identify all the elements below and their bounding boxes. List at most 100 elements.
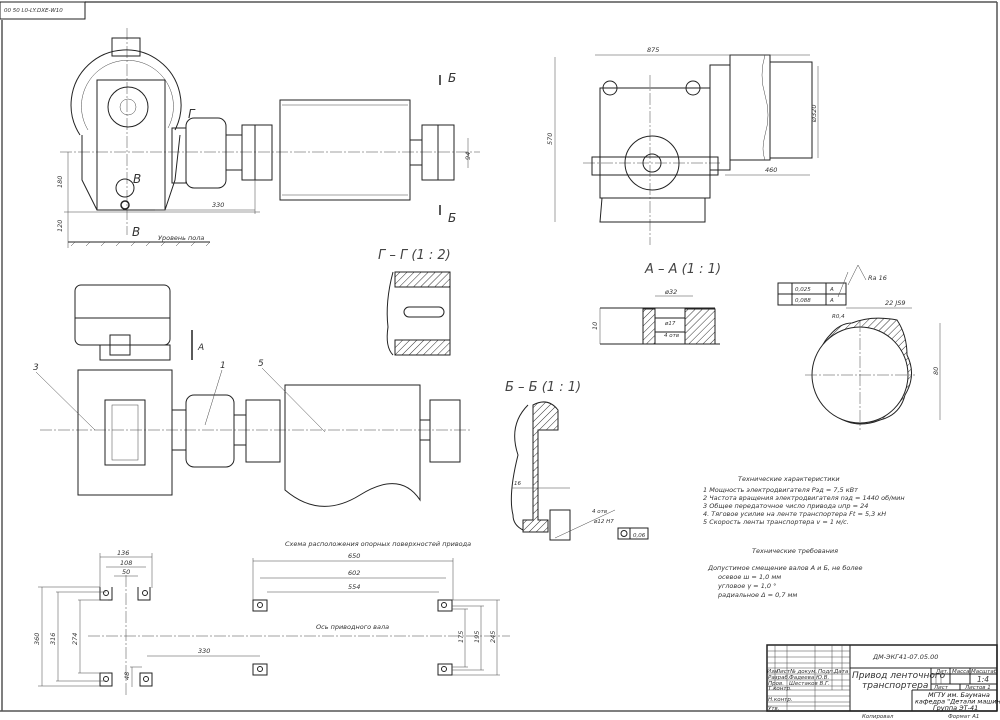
section-a-a-title: А – А (1 : 1) [644,262,721,277]
dim-80: 80 [932,367,940,375]
role-checker: Пров. [768,681,784,687]
tech-req-intro: Допустимое смещение валов А и Б, не боле… [707,564,863,572]
shaft-section: 0,025 A 0,088 A Ra 16 22 JS9 R0,4 80 [777,264,941,430]
stamp-label: 00 50 L0-LY.DXE-W10 [4,8,63,14]
dim-650: 650 [348,552,360,560]
dim-16: 16 [514,481,521,487]
roughness-label: Ra 16 [868,274,887,282]
dim-875: 875 [647,46,659,54]
section-g-g: Г – Г (1 : 2) [378,248,451,356]
dim-50: 50 [122,568,130,576]
dim-320: Ø320 [810,104,818,123]
tech-characteristics: Технические характеристики 1 Мощность эл… [703,475,905,599]
dim-274: 274 [71,633,79,645]
header-list: Лист [775,669,791,675]
dim-245: 245 [489,631,497,643]
tech-req-item: угловое γ = 1,0 ° [717,582,776,590]
name-developer: Фадеева Ю.В. [789,675,829,681]
section-a-a: А – А (1 : 1) ø32 ø17 4 отв 10 [591,262,721,345]
tech-char-item: 5 Скорость ленты транспортера v = 1 м/с. [703,518,849,526]
scheme-title: Схема расположения опорных поверхностей … [285,540,471,548]
callout-1: 1 [220,361,226,371]
tolerance-datum-2: A [829,298,834,304]
col-scale: Масштаб [971,669,998,675]
tech-char-title: Технические характеристики [738,475,840,483]
title-line-2: транспортера [862,681,928,691]
org-line-2: кафедра "Детали машин" [915,698,1000,706]
holes-a: 4 отв [664,333,679,339]
dim-460: 460 [765,166,777,174]
holes-b: 4 отв [592,509,607,515]
role-tcontrol: Т.контр. [768,686,792,692]
tech-req-title: Технические требования [752,547,838,555]
sheet-label: Лист [933,685,949,691]
doc-code: ДМ-ЭКГ41-07.05.00 [872,653,938,661]
callout-3: 3 [33,363,39,373]
cut-label-v-top: В [133,172,141,186]
dim-316: 316 [49,633,57,645]
dim-330-scheme: 330 [198,647,210,655]
header-date: Дата [833,669,849,675]
tech-char-item: 3 Общее передаточное число привода uпр =… [703,502,868,510]
role-ncontrol: Н.контр. [768,697,793,703]
org-line-1: МГТУ им. Баумана [928,691,990,699]
plan-view: А 3 1 5 [33,284,470,507]
dim-10: 10 [591,322,599,330]
dim-330: 330 [212,201,224,209]
dim-48: 48 [123,672,131,680]
dim-180: 180 [56,176,64,188]
tolerance-value-2: 0,088 [795,298,811,304]
header-izm: Изм [767,669,778,675]
dim-360: 360 [33,633,41,645]
dim-195: 195 [473,631,481,643]
callout-5: 5 [258,359,264,369]
tech-req-item: радиальное Δ = 0,7 мм [717,591,797,599]
tolerance-datum-1: A [829,287,834,293]
dim-dia-17: ø17 [664,321,676,327]
copied-label: Копировал [862,714,894,720]
support-scheme: Схема расположения опорных поверхностей … [33,540,510,695]
radius-label: R0,4 [832,314,845,320]
tech-char-item: 2 Частота вращения электродвигателя nэд … [703,494,905,502]
section-g-g-title: Г – Г (1 : 2) [378,248,451,263]
tolerance-value-1: 0,025 [795,287,811,293]
role-approve: Утв. [768,706,780,712]
cut-label-a: А [197,343,204,353]
col-mass: Масса [952,669,970,675]
header-sign: Подп. [818,669,835,675]
tech-req-item: осевое ш = 1,0 мм [718,573,781,581]
side-view: 875 570 Ø320 460 [546,46,819,245]
role-developer: Разраб. [768,675,790,681]
title-line-1: Привод ленточного [852,671,946,681]
title-block: ДМ-ЭКГ41-07.05.00 Привод ленточного тран… [766,644,1000,720]
dim-136: 136 [117,549,129,557]
shaft-axis-label: Ось приводного вала [316,623,389,631]
scale-value: 1:4 [977,675,989,684]
hole-dia-b: ø12 H7 [593,519,614,525]
dim-554: 554 [348,583,360,591]
header-doc: № докум. [789,669,817,675]
cut-label-b-top: Б [448,71,456,85]
tech-char-item: 4. Тяговое усилие на ленте транспортера … [703,510,886,518]
col-lit: Лит. [935,669,949,675]
dim-570: 570 [546,133,554,145]
cut-label-b-bottom: Б [448,211,456,225]
dim-108: 108 [120,559,132,567]
cut-label-v-bottom: В [132,225,140,239]
position-tolerance: 0,06 [633,533,646,539]
format-label: Формат A1 [948,714,979,720]
dim-120: 120 [56,220,64,232]
dim-175: 175 [457,631,465,643]
org-line-3: Группа ЭТ-41 [933,704,978,712]
floor-level-label: Уровень пола [158,234,204,242]
section-b-b: Б – Б (1 : 1) 16 4 отв ø12 H7 0,06 [505,380,649,541]
sheets-label: Листов 1 [964,685,991,691]
section-b-b-title: Б – Б (1 : 1) [505,380,581,395]
tech-char-item: 1 Мощность электродвигателя Pэд = 7,5 кВ… [703,486,858,494]
front-view: 180 120 330 94 Уровень пола В В Г Б Б [56,28,480,248]
name-checker: Шестаков В.Г. [789,681,830,687]
key-width-label: 22 JS9 [885,299,906,307]
dim-dia-32: ø32 [664,288,677,296]
